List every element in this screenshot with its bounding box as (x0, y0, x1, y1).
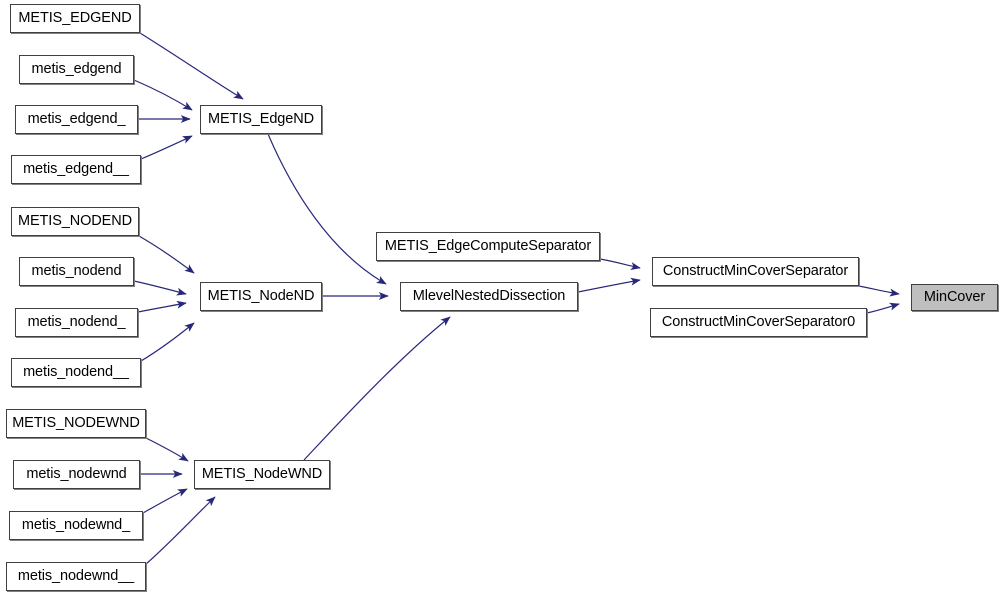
graph-node-label: metis_edgend (31, 61, 122, 78)
graph-edge-MlevelNestedDissection-to-ConstructMinCoverSeparator (577, 277, 641, 293)
graph-node-metis_edgend_uu[interactable]: metis_edgend__ (11, 155, 141, 184)
graph-node-metis_edgend_upper[interactable]: METIS_EDGEND (10, 4, 140, 33)
graph-edge-METIS_EdgeND-to-MlevelNestedDissection (267, 133, 387, 285)
graph-node-label: metis_edgend__ (23, 161, 129, 178)
graph-edge-metis_nodewnd_u-to-METIS_NodeWND (142, 488, 188, 514)
graph-edge-METIS_NodeWND-to-MlevelNestedDissection (303, 316, 451, 461)
graph-edge-metis_nodend-to-METIS_NodeND (133, 280, 187, 296)
graph-node-label: metis_nodewnd__ (17, 568, 135, 585)
graph-node-ConstructMinCoverSeparator[interactable]: ConstructMinCoverSeparator (652, 257, 859, 286)
graph-edge-METIS_EdgeComputeSeparator-to-ConstructMinCoverSeparator (599, 258, 641, 270)
graph-node-label: MinCover (923, 289, 986, 306)
graph-node-label: METIS_EdgeND (208, 111, 314, 128)
graph-edge-metis_edgend_uu-to-METIS_EdgeND (140, 135, 193, 160)
graph-node-metis_nodewnd_u[interactable]: metis_nodewnd_ (9, 511, 143, 540)
graph-node-MlevelNestedDissection[interactable]: MlevelNestedDissection (400, 282, 578, 311)
graph-node-metis_nodewnd[interactable]: metis_nodewnd (13, 460, 140, 489)
graph-node-metis_nodend_u[interactable]: metis_nodend_ (15, 308, 138, 337)
graph-node-metis_nodewnd_upper[interactable]: METIS_NODEWND (6, 409, 146, 438)
graph-node-label: metis_nodend (31, 263, 122, 280)
graph-node-METIS_NodeWND[interactable]: METIS_NodeWND (194, 460, 330, 489)
graph-edge-metis_nodewnd_uu-to-METIS_NodeWND (145, 496, 216, 565)
graph-node-label: METIS_NODEND (17, 213, 132, 230)
graph-node-label: METIS_NodeWND (201, 466, 323, 483)
graph-node-label: ConstructMinCoverSeparator0 (661, 314, 856, 331)
graph-edge-ConstructMinCoverSeparator0-to-MinCover (866, 302, 900, 314)
graph-node-METIS_EdgeComputeSeparator[interactable]: METIS_EdgeComputeSeparator (376, 232, 600, 261)
graph-node-metis_nodewnd_uu[interactable]: metis_nodewnd__ (6, 562, 146, 591)
graph-node-METIS_NodeND[interactable]: METIS_NodeND (200, 282, 322, 311)
graph-node-label: metis_nodewnd (26, 466, 127, 483)
graph-edge-metis_nodewnd_upper-to-METIS_NodeWND (145, 437, 189, 462)
graph-node-metis_nodend_uu[interactable]: metis_nodend__ (11, 358, 141, 387)
graph-edge-metis_nodend_upper-to-METIS_NodeND (138, 235, 195, 274)
graph-node-metis_edgend_u[interactable]: metis_edgend_ (15, 105, 138, 134)
graph-node-label: metis_edgend_ (27, 111, 126, 128)
graph-edge-metis_edgend-to-METIS_EdgeND (133, 79, 193, 111)
graph-node-label: metis_nodend_ (27, 314, 126, 331)
graph-node-label: ConstructMinCoverSeparator (662, 263, 849, 280)
graph-node-ConstructMinCoverSeparator0[interactable]: ConstructMinCoverSeparator0 (650, 308, 867, 337)
graph-node-MinCover[interactable]: MinCover (911, 284, 998, 311)
graph-edge-metis_nodend_u-to-METIS_NodeND (137, 300, 187, 313)
graph-edge-metis_nodend_uu-to-METIS_NodeND (140, 322, 195, 362)
graph-node-label: METIS_NodeND (207, 288, 315, 305)
graph-edge-ConstructMinCoverSeparator-to-MinCover (858, 285, 900, 297)
graph-node-label: METIS_EdgeComputeSeparator (384, 238, 592, 255)
graph-node-metis_nodend[interactable]: metis_nodend (19, 257, 134, 286)
graph-node-label: METIS_EDGEND (18, 10, 132, 27)
graph-node-label: metis_nodewnd_ (21, 517, 131, 534)
graph-node-metis_edgend[interactable]: metis_edgend (19, 55, 134, 84)
graph-node-METIS_EdgeND[interactable]: METIS_EdgeND (200, 105, 322, 134)
graph-node-label: metis_nodend__ (23, 364, 129, 381)
graph-node-metis_nodend_upper[interactable]: METIS_NODEND (11, 207, 139, 236)
graph-node-label: METIS_NODEWND (12, 415, 140, 432)
graph-edge-metis_edgend_upper-to-METIS_EdgeND (139, 32, 244, 100)
graph-node-label: MlevelNestedDissection (412, 288, 566, 305)
